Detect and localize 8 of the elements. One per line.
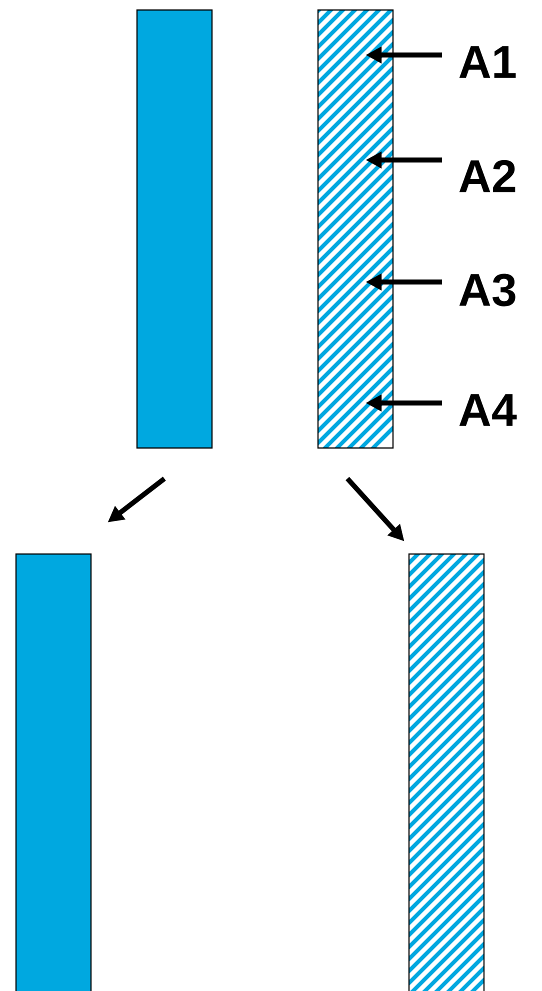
part-label: A1 [459, 46, 516, 78]
part-label: A4 [459, 394, 517, 426]
part-label: A2 [459, 160, 516, 192]
solid-bar [136, 9, 213, 449]
solid-bar [15, 553, 92, 991]
striped-bar [408, 553, 485, 991]
part-label: A3 [459, 274, 516, 306]
striped-bar [317, 9, 394, 449]
